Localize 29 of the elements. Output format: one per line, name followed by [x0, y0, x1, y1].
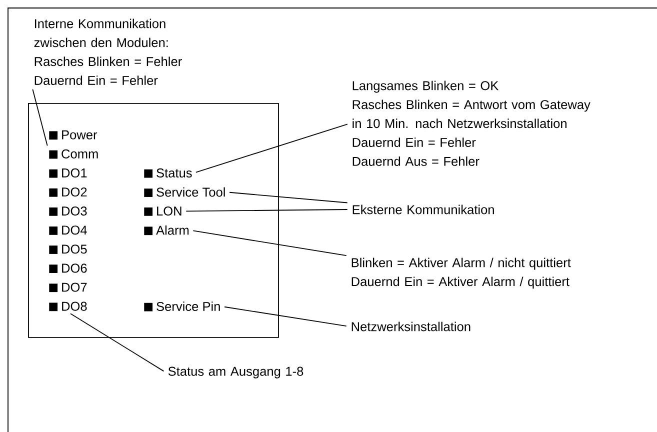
led-label: DO3	[49, 206, 87, 216]
leader-line	[70, 313, 164, 372]
led-label: Service Pin	[144, 302, 220, 312]
callout-text: Langsames Blinken = OK Rasches Blinken = Antwort vom Gateway in 10 Min. nach Netzwerksinstallation Dauernd Ein = Fehler Dauernd Aus = Fehler	[352, 80, 590, 166]
led-label: Alarm	[144, 225, 189, 236]
callout-text: Status am Ausgang 1-8	[168, 366, 304, 378]
led-label: DO1	[49, 168, 87, 178]
led-label: DO7	[49, 282, 87, 292]
led-label: DO4	[49, 226, 87, 235]
led-label: Comm	[49, 149, 98, 159]
leader-line	[229, 192, 348, 204]
callout-text: Eksterne Kommunikation	[352, 204, 494, 214]
led-label: DO5	[49, 244, 87, 254]
led-label: LON	[144, 206, 182, 216]
led-label: DO6	[49, 264, 87, 274]
module-box	[28, 103, 279, 338]
led-label: Service Tool	[144, 187, 225, 197]
callout-text: Netzwerksinstallation	[352, 322, 470, 332]
leader-line	[224, 306, 347, 327]
leader-line	[186, 209, 348, 212]
led-label: DO2	[49, 187, 87, 197]
led-label: DO8	[49, 302, 87, 312]
callout-text: Interne Kommunikation zwischen den Modulen: Rasches Blinken = Fehler Dauernd Ein = Fehler	[34, 18, 182, 85]
leader-line	[196, 124, 348, 173]
callout-text: Blinken = Aktiver Alarm / nicht quittiert Dauernd Ein = Aktiver Alarm / quittiert	[352, 258, 571, 289]
leader-line	[32, 88, 48, 146]
leader-line	[192, 230, 347, 256]
led-label: Power	[49, 130, 98, 140]
led-label: Status	[144, 168, 192, 178]
